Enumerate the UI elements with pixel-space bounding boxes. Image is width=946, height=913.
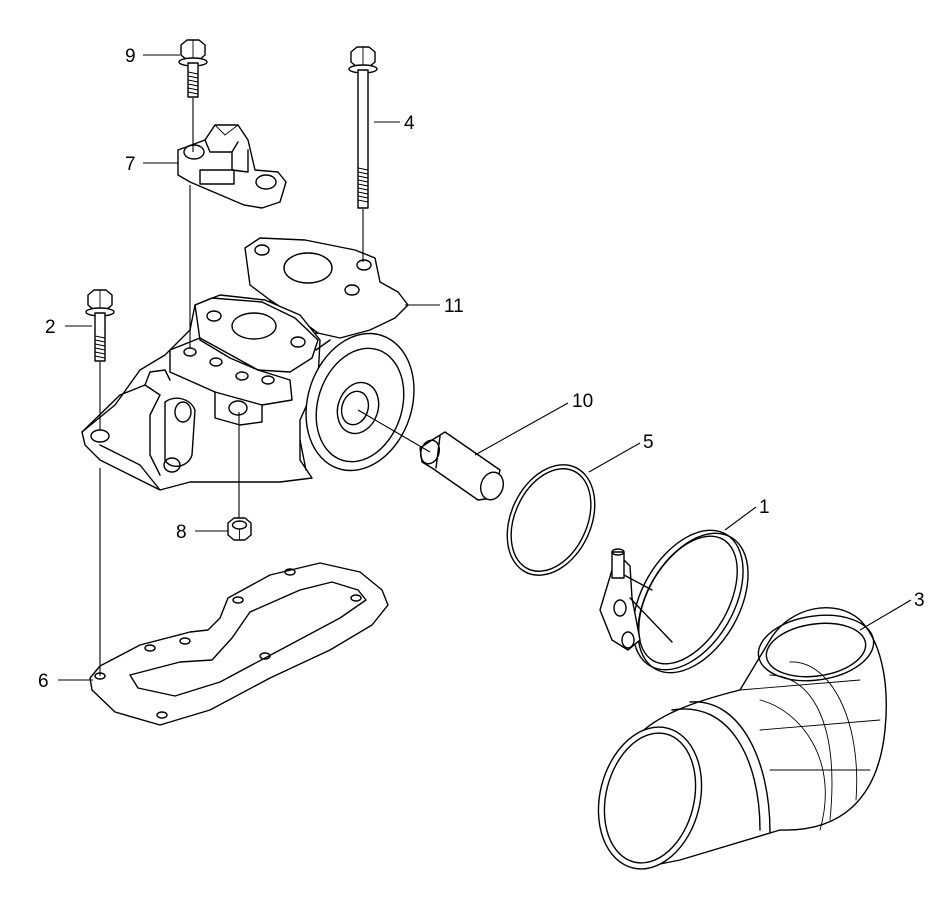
bolt-part-2 <box>85 289 115 362</box>
callout-label-10: 10 <box>572 391 593 412</box>
leader-lines <box>58 54 912 681</box>
clamp-part-1 <box>599 529 749 674</box>
callout-label-11: 11 <box>444 296 464 317</box>
callout-label-6: 6 <box>38 671 49 692</box>
sleeve-part-10 <box>419 431 505 501</box>
callout-label-3: 3 <box>914 590 925 611</box>
nut-part-8 <box>227 517 252 541</box>
callout-label-8: 8 <box>176 522 187 543</box>
callout-label-7: 7 <box>125 154 136 175</box>
callout-label-9: 9 <box>125 46 136 67</box>
bracket-part-7 <box>177 124 287 209</box>
o-ring-part-5 <box>506 464 596 576</box>
housing-part-11 <box>81 237 415 491</box>
elbow-part-3 <box>597 607 887 870</box>
bolt-part-4 <box>348 46 378 209</box>
callout-label-2: 2 <box>45 317 56 338</box>
callout-label-4: 4 <box>404 113 415 134</box>
gasket-part-6 <box>89 562 389 726</box>
callout-labels: 9 4 7 2 11 10 5 1 3 8 6 <box>38 46 925 692</box>
callout-label-5: 5 <box>643 432 654 453</box>
callout-label-1: 1 <box>759 497 770 518</box>
bolt-part-9 <box>178 39 208 98</box>
